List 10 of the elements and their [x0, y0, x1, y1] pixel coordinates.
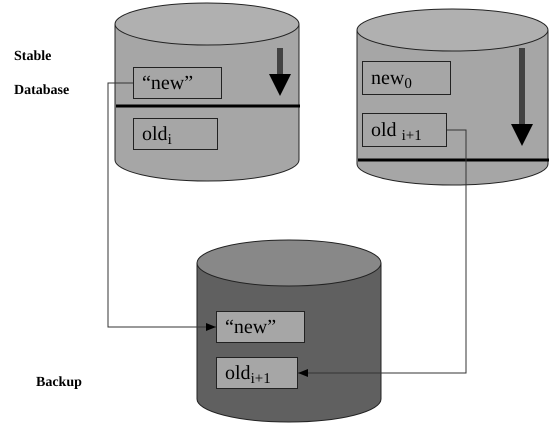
memory-page-box: new$_{0}$	[362, 61, 451, 95]
disk-label: Backup	[36, 376, 82, 390]
memory-page-box: old$_{i+1}$	[216, 357, 298, 389]
memory-page-box: “new”	[133, 67, 222, 99]
memory-page-box: “new”	[216, 311, 305, 343]
memory-page-box: old$_{i}$	[133, 118, 218, 150]
disk-label: Stable Database	[14, 48, 70, 100]
connector-arrow	[298, 130, 466, 377]
connector-arrow	[108, 82, 216, 331]
memory-page-box: old $_{i+1}$	[362, 113, 447, 147]
